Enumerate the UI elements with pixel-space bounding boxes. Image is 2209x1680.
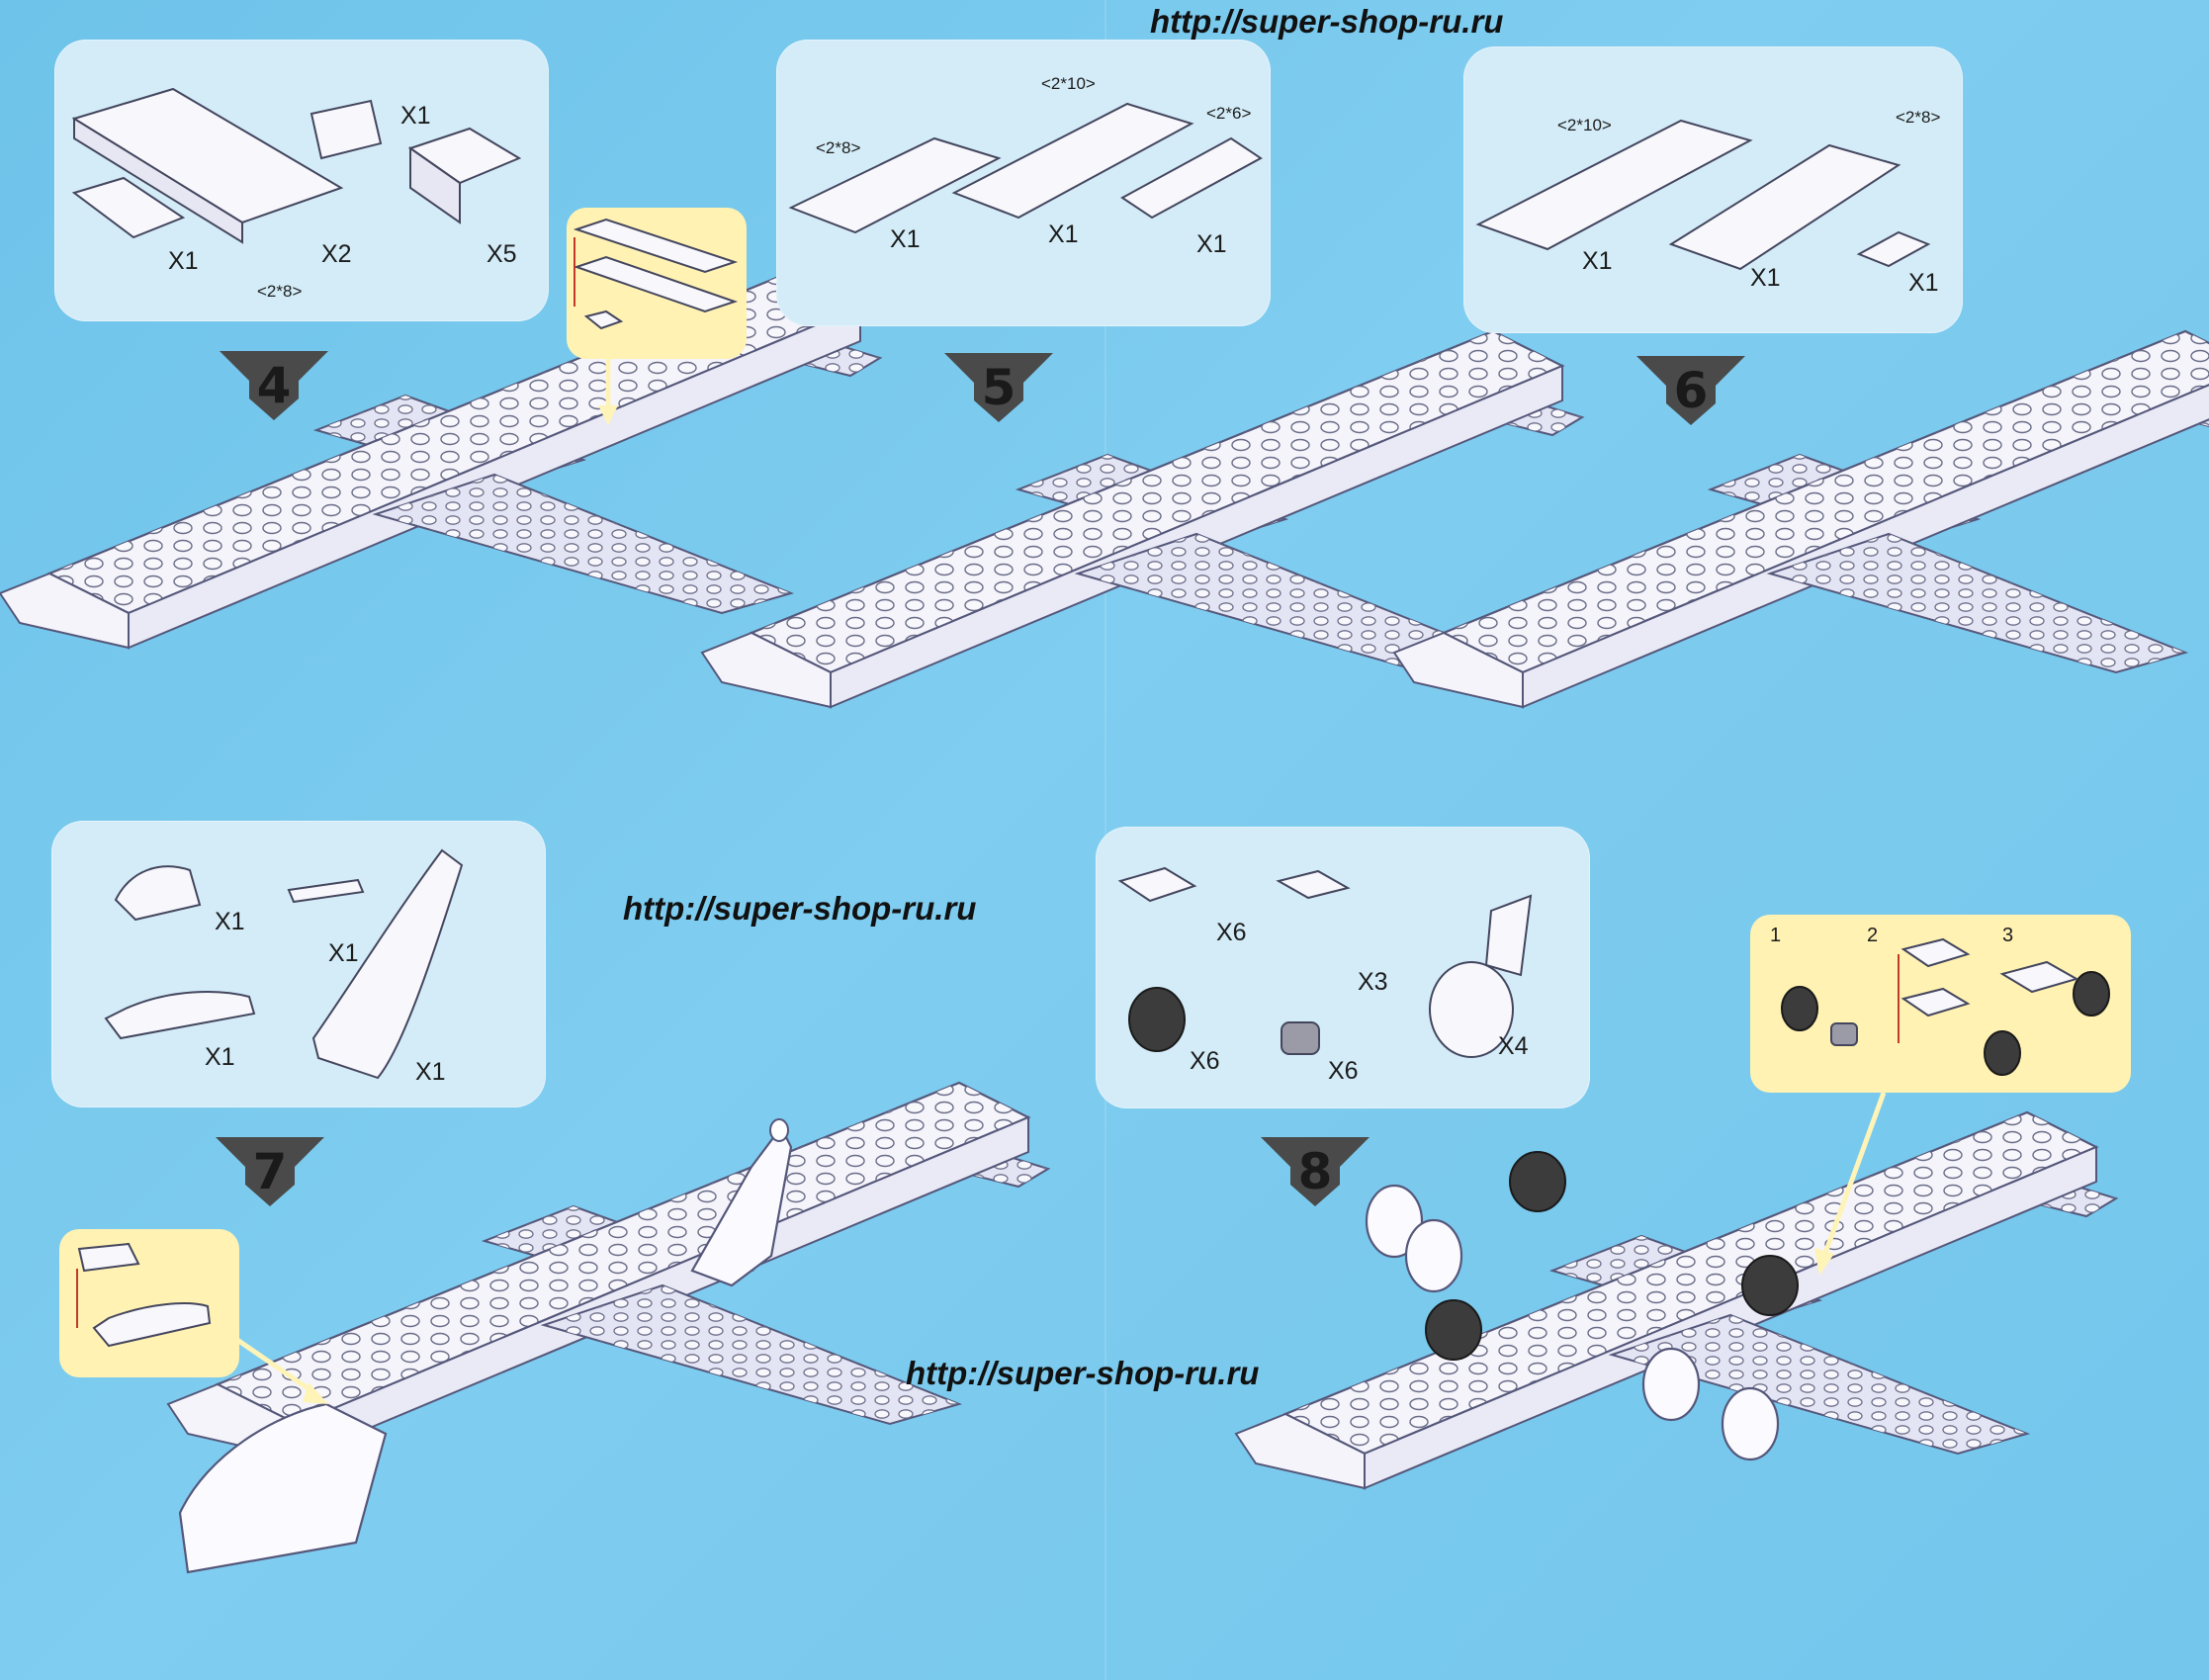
step7-badge: 7	[216, 1137, 324, 1206]
step6-number: 6	[1673, 362, 1709, 419]
step4-detail-inset	[567, 208, 747, 359]
step8-number: 8	[1297, 1143, 1333, 1200]
step5-badge: 5	[944, 353, 1053, 422]
step7-qty-a: X1	[215, 908, 245, 935]
step5-number: 5	[981, 359, 1016, 416]
watermark-url-bottom: http://super-shop-ru.ru	[906, 1355, 1260, 1391]
step4-dim: <2*8>	[257, 282, 303, 301]
step4-detail-bricks	[573, 218, 739, 330]
step6-badge: 6	[1636, 356, 1745, 425]
step5-parts-panel: <2*8> <2*10> <2*6> X1 X1 X1	[776, 40, 1271, 326]
step8-detail-inset: 1 2 3	[1750, 915, 2131, 1093]
step4-parts-panel: X1 X2 X5 X1 <2*8>	[54, 40, 549, 321]
plane-step4	[0, 270, 882, 650]
watermark-url-middle: http://super-shop-ru.ru	[623, 890, 977, 927]
step8-badge: 8	[1261, 1137, 1370, 1206]
step6-dim-a: <2*10>	[1557, 116, 1612, 134]
step7-detail-bricks	[76, 1242, 212, 1348]
step6-qty-a: X1	[1582, 247, 1613, 275]
step8-substep-1: 1	[1770, 925, 1782, 946]
step6-qty-c: X1	[1908, 269, 1939, 297]
step7-qty-c: X1	[205, 1043, 235, 1071]
step4-qty-b: X2	[321, 240, 352, 268]
step8-qty-a: X6	[1216, 919, 1247, 946]
step7-bricks	[104, 848, 464, 1080]
step7-parts-panel: X1 X1 X1 X1	[51, 821, 546, 1107]
step8-bricks	[1117, 866, 1533, 1058]
step8-substep-2: 2	[1867, 925, 1879, 946]
plane-step8	[1234, 1110, 2118, 1490]
step6-dim-b: <2*8>	[1896, 108, 1941, 127]
step7-detail-inset	[59, 1229, 239, 1377]
step8-qty-b: X3	[1358, 968, 1388, 996]
step4-qty-c: X5	[486, 240, 517, 268]
plane-step7	[166, 1081, 1050, 1574]
step6-bricks	[1475, 119, 1931, 271]
step4-number: 4	[256, 357, 292, 414]
step5-dim-b: <2*10>	[1041, 74, 1096, 93]
step8-qty-d: X6	[1328, 1057, 1359, 1085]
step7-qty-d: X1	[415, 1058, 446, 1086]
step5-dim-a: <2*8>	[816, 138, 861, 157]
step7-qty-b: X1	[328, 939, 359, 967]
step6-parts-panel: <2*10> <2*8> X1 X1 X1	[1463, 46, 1963, 333]
step5-bricks	[788, 102, 1263, 234]
step5-qty-c: X1	[1196, 230, 1227, 258]
step5-dim-c: <2*6>	[1206, 104, 1252, 123]
step4-badge: 4	[220, 351, 328, 420]
step4-qty-a: X1	[400, 102, 431, 130]
step8-substep-3: 3	[2002, 925, 2014, 946]
watermark-url-top: http://super-shop-ru.ru	[1150, 3, 1504, 40]
step8-qty-c: X6	[1190, 1047, 1220, 1075]
step7-number: 7	[252, 1143, 288, 1200]
step8-detail-bricks	[1781, 937, 2110, 1076]
step8-qty-e: X4	[1498, 1032, 1529, 1060]
step4-qty-d: X1	[168, 247, 199, 275]
step5-qty-a: X1	[890, 225, 921, 253]
step8-parts-panel: X6 X3 X6 X6 X4	[1096, 827, 1590, 1108]
step5-qty-b: X1	[1048, 221, 1079, 248]
step4-bricks	[71, 87, 522, 244]
step6-qty-b: X1	[1750, 264, 1781, 292]
